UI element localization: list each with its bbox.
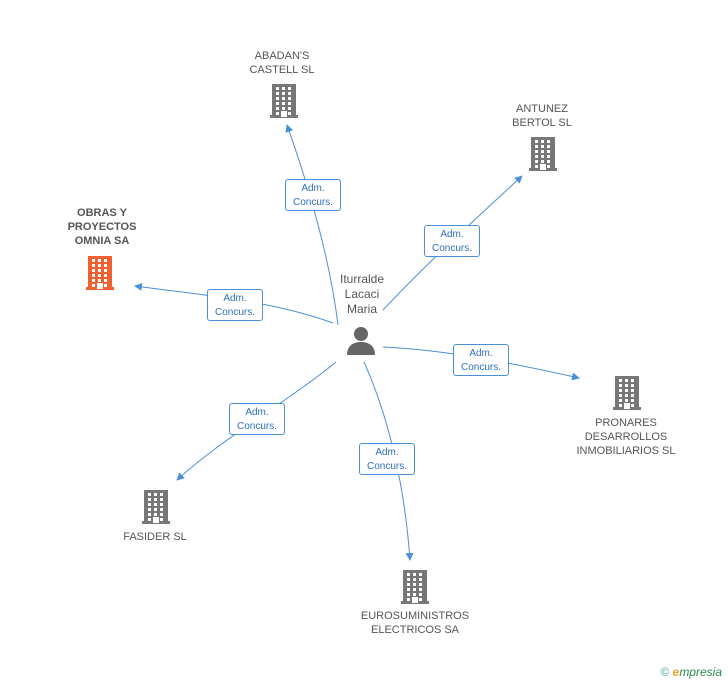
copyright-symbol: ©	[660, 665, 670, 679]
role-badge-obras: Adm. Concurs.	[207, 289, 263, 321]
brand-logo-text: mpresia	[679, 665, 722, 679]
building-icon-obras[interactable]	[86, 256, 114, 290]
edge-abadans	[285, 124, 339, 326]
watermark: © empresia	[660, 665, 722, 679]
role-badge-abadans: Adm. Concurs.	[285, 179, 341, 211]
company-label-obras[interactable]: OBRAS Y PROYECTOS OMNIA SA	[67, 207, 137, 247]
role-badge-fasider: Adm. Concurs.	[229, 403, 285, 435]
role-badge-antunez: Adm. Concurs.	[424, 225, 480, 257]
person-name[interactable]: Iturralde Lacaci Maria	[339, 272, 385, 316]
company-label-fasider[interactable]: FASIDER SL	[123, 531, 187, 543]
building-icon-eurosuministros[interactable]	[401, 570, 429, 604]
building-icon-abadans[interactable]	[270, 84, 298, 118]
building-icon-fasider[interactable]	[142, 490, 170, 524]
person-icon	[347, 327, 375, 355]
company-label-abadans[interactable]: ABADAN'S CASTELL SL	[249, 50, 315, 76]
brand-logo-initial: e	[672, 665, 680, 679]
company-label-antunez[interactable]: ANTUNEZ BERTOL SL	[512, 103, 572, 129]
company-label-eurosuministros[interactable]: EUROSUMINISTROS ELECTRICOS SA	[360, 610, 470, 636]
building-icon-pronares[interactable]	[613, 376, 641, 410]
company-label-pronares[interactable]: PRONARES DESARROLLOS INMOBILIARIOS SL	[576, 417, 676, 457]
role-badge-eurosuministros: Adm. Concurs.	[359, 443, 415, 475]
building-icon-antunez[interactable]	[529, 137, 557, 171]
role-badge-pronares: Adm. Concurs.	[453, 344, 509, 376]
